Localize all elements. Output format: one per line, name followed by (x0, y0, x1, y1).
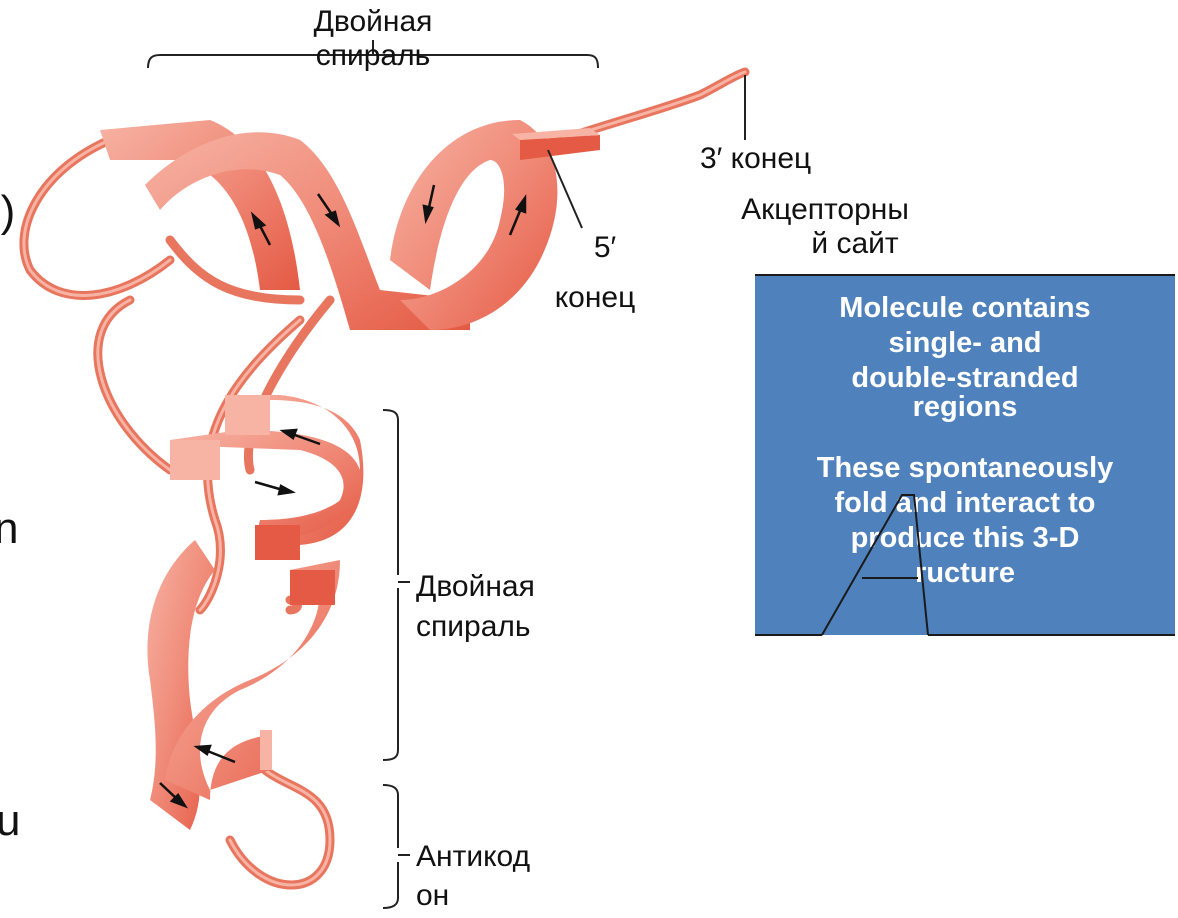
top-helix-label: Двойная спираль (263, 5, 483, 73)
callout-text-2-line3: produce this 3-D (755, 521, 1175, 556)
top-helix-ribbons (100, 120, 600, 330)
callout-text-2-line4: ructure (755, 556, 1175, 591)
backbone-highlight (24, 72, 745, 885)
anticodon-label-line2: он (416, 879, 530, 913)
acceptor-site-label-line1: Акцепторны (700, 193, 950, 227)
callout-text-2-line1: These spontaneously (755, 451, 1175, 486)
five-prime-end-label-line1: 5′ (535, 231, 655, 265)
acceptor-site-label: Акцепторны й сайт (700, 193, 950, 261)
anticodon-label-line1: Антикод (416, 840, 530, 874)
callout-text-1-line2: single- and (755, 326, 1175, 361)
top-helix-label-line1: Двойная (263, 5, 483, 39)
callout-text-1: Molecule contains single- and double-str… (755, 291, 1175, 418)
right-helix-label: Двойная спираль (416, 570, 535, 644)
left-edge-glyph-3: u (0, 797, 20, 845)
callout-text-1-line1: Molecule contains (755, 291, 1175, 326)
lower-helix-ribbons (147, 540, 340, 830)
callout-box: Molecule contains single- and double-str… (755, 275, 1175, 635)
acceptor-site-label-line2: й сайт (700, 227, 950, 261)
callout-text-2: These spontaneously fold and interact to… (755, 451, 1175, 591)
right-helix-label-line1: Двойная (416, 570, 535, 604)
right-helix-label-line2: спираль (416, 610, 535, 644)
callout-text-1-line4: regions (755, 396, 1175, 418)
left-edge-glyph-1: ·) (0, 188, 15, 236)
anticodon-label: Антикод он (416, 840, 530, 913)
left-edge-glyph-2: n (0, 505, 18, 553)
middle-helix-ribbons (170, 395, 363, 560)
five-prime-end-label: 5′ конец (535, 231, 655, 315)
backbone-tube (24, 72, 745, 885)
three-prime-end-label: 3′ конец (700, 142, 811, 176)
callout-text-2-line2: fold and interact to (755, 486, 1175, 521)
top-helix-label-line2: спираль (263, 39, 483, 73)
five-prime-end-label-line2: конец (535, 281, 655, 315)
